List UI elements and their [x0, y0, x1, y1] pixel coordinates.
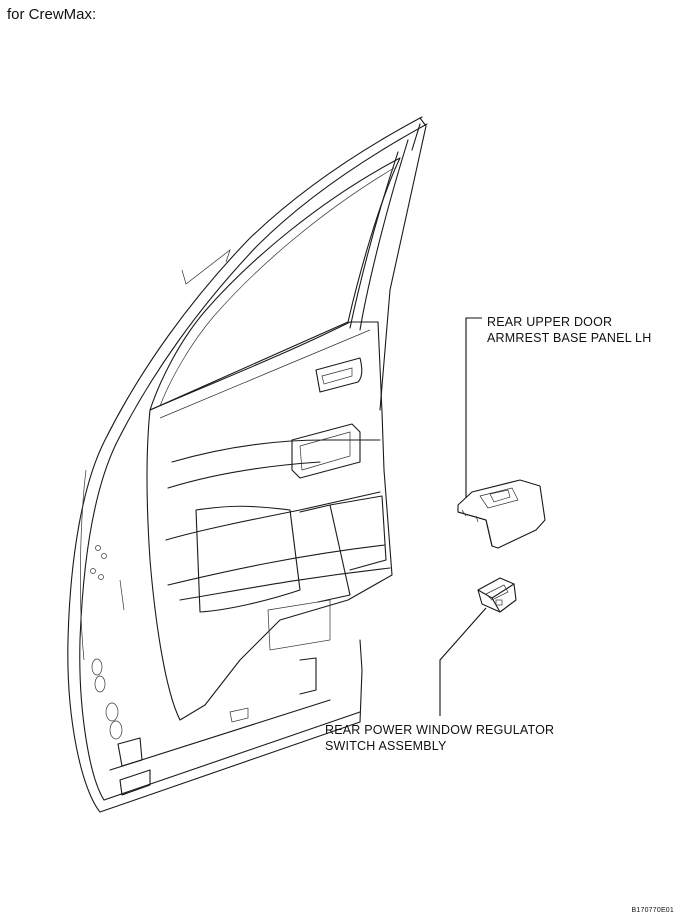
window-switch-callout: REAR POWER WINDOW REGULATOR SWITCH ASSEM… — [325, 722, 554, 754]
figure-id: B170770E01 — [631, 907, 674, 914]
armrest-panel-callout-line2: ARMREST BASE PANEL LH — [487, 331, 652, 345]
armrest-panel-leader — [465, 317, 482, 498]
window-switch-part — [477, 577, 517, 613]
window-switch-callout-line1: REAR POWER WINDOW REGULATOR — [325, 723, 555, 737]
window-switch-callout-line2: SWITCH ASSEMBLY — [325, 739, 447, 753]
armrest-panel-callout: REAR UPPER DOOR ARMREST BASE PANEL LH — [487, 314, 651, 346]
window-switch-leader — [439, 607, 487, 716]
armrest-base-panel-part — [457, 479, 546, 549]
figure-caption: for CrewMax: — [7, 6, 97, 23]
rear-door-assembly — [67, 116, 428, 813]
armrest-panel-callout-line1: REAR UPPER DOOR — [487, 315, 613, 329]
